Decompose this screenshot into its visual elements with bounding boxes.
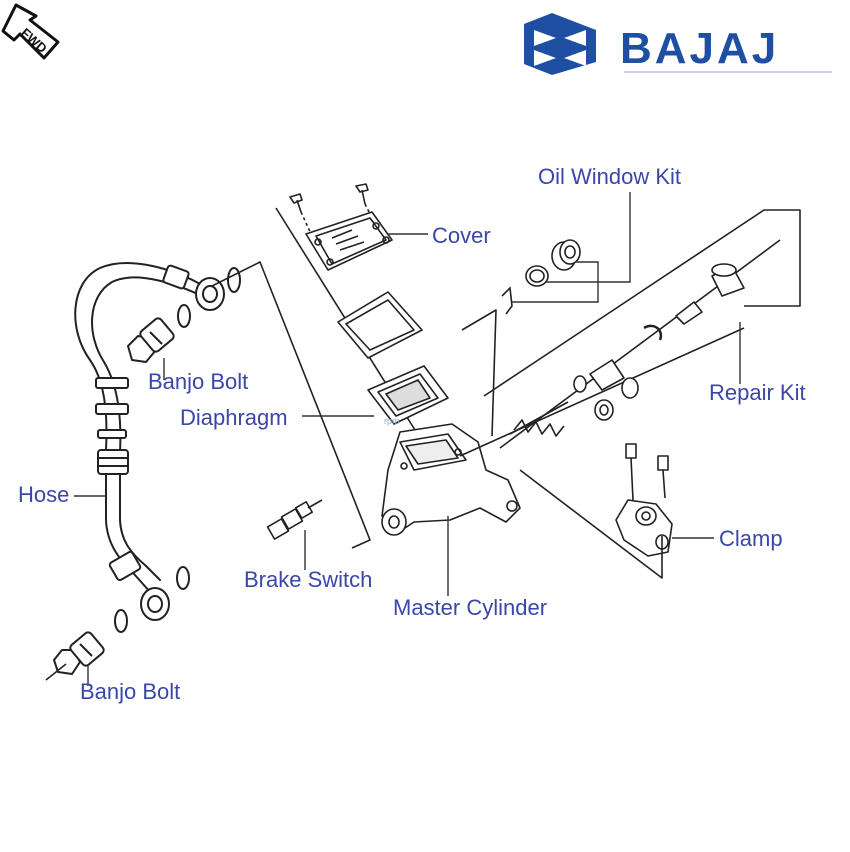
label-hose: Hose [18, 482, 69, 507]
clamp-part [519, 443, 673, 579]
label-cover: Cover [432, 223, 491, 248]
repair-kit-parts [459, 209, 801, 457]
label-oil-window-kit: Oil Window Kit [538, 164, 681, 189]
watermark-text: rpm [384, 416, 400, 426]
label-repair-kit: Repair Kit [709, 380, 806, 405]
brand-name: BAJAJ [620, 24, 779, 73]
label-banjo-bolt-upper: Banjo Bolt [148, 369, 248, 394]
banjo-bolt-upper-part [127, 317, 175, 363]
bajaj-hexagon-logo-icon [524, 13, 596, 75]
hose-assembly [74, 262, 241, 633]
banjo-bolt-lower-part [45, 631, 105, 681]
label-master-cylinder: Master Cylinder [393, 595, 547, 620]
label-banjo-bolt-lower: Banjo Bolt [80, 679, 180, 704]
brake-switch-part [266, 499, 323, 540]
master-cylinder-assembly [211, 183, 521, 549]
label-brake-switch: Brake Switch [244, 567, 372, 592]
label-diaphragm: Diaphragm [180, 405, 288, 430]
label-clamp: Clamp [719, 526, 783, 551]
forward-arrow-icon: FWD [1, 3, 60, 60]
leader-lines [74, 192, 741, 686]
oil-window-kit-parts [501, 239, 581, 315]
callout-labels: Oil Window Kit Cover Repair Kit Banjo Bo… [18, 164, 806, 704]
